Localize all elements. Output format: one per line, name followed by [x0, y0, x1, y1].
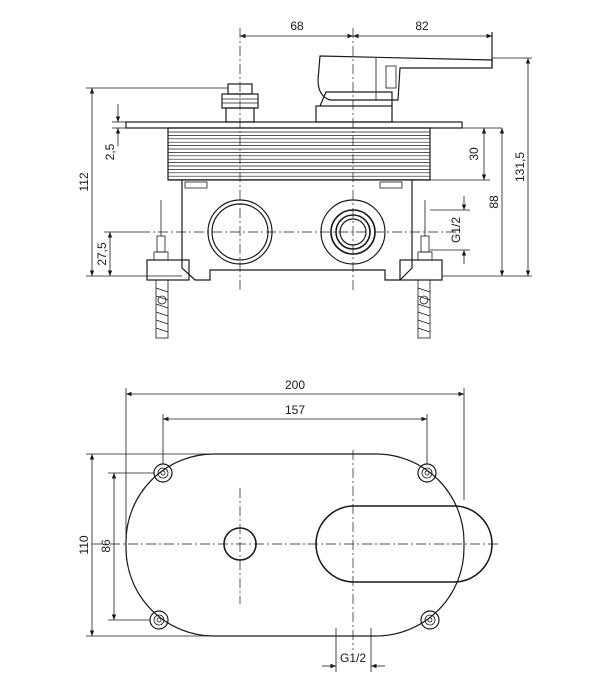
- body-slot-left: [184, 181, 208, 189]
- thread-label-top: G1/2: [340, 651, 366, 665]
- dim-label-82: 82: [415, 19, 429, 33]
- mounting-foot-left: [146, 200, 190, 339]
- lever-handle-top: [315, 505, 493, 583]
- mounting-hole-top-left: [153, 463, 173, 483]
- ribbed-sleeve: [167, 127, 431, 181]
- dim-label-86: 86: [99, 539, 113, 553]
- body-slot-right: [379, 181, 403, 189]
- dim-label-200: 200: [285, 378, 305, 392]
- dim-label-30: 30: [467, 147, 481, 161]
- dim-label-112: 112: [77, 172, 91, 191]
- outlet-left: [207, 199, 273, 265]
- cover-plate: [125, 121, 463, 129]
- valve-body: [181, 180, 413, 281]
- diverter-knob-top: [223, 527, 257, 561]
- dim-label-27-5: 27,5: [95, 242, 109, 266]
- mounting-foot-right: [399, 200, 443, 339]
- dim-label-157: 157: [285, 403, 305, 417]
- top-view: 200 157 110 86 G1/2: [77, 378, 500, 672]
- dim-label-2-5: 2,5: [103, 143, 117, 160]
- dim-label-88: 88: [487, 195, 501, 209]
- outlet-right: [320, 199, 386, 265]
- lever-handle: [315, 32, 493, 123]
- thread-label-side: G1/2: [449, 217, 463, 243]
- side-view: 68 82 112 2,5 27,5 30 88 131,5: [77, 19, 532, 339]
- dim-label-68: 68: [290, 19, 304, 33]
- mounting-hole-bottom-left: [149, 610, 169, 630]
- dim-label-110: 110: [77, 535, 91, 554]
- cover-plate-top: [125, 453, 465, 637]
- mounting-hole-bottom-right: [420, 610, 440, 630]
- diverter-knob: [221, 83, 259, 123]
- dim-label-131-5: 131,5: [513, 152, 527, 182]
- mounting-hole-top-right: [417, 463, 437, 483]
